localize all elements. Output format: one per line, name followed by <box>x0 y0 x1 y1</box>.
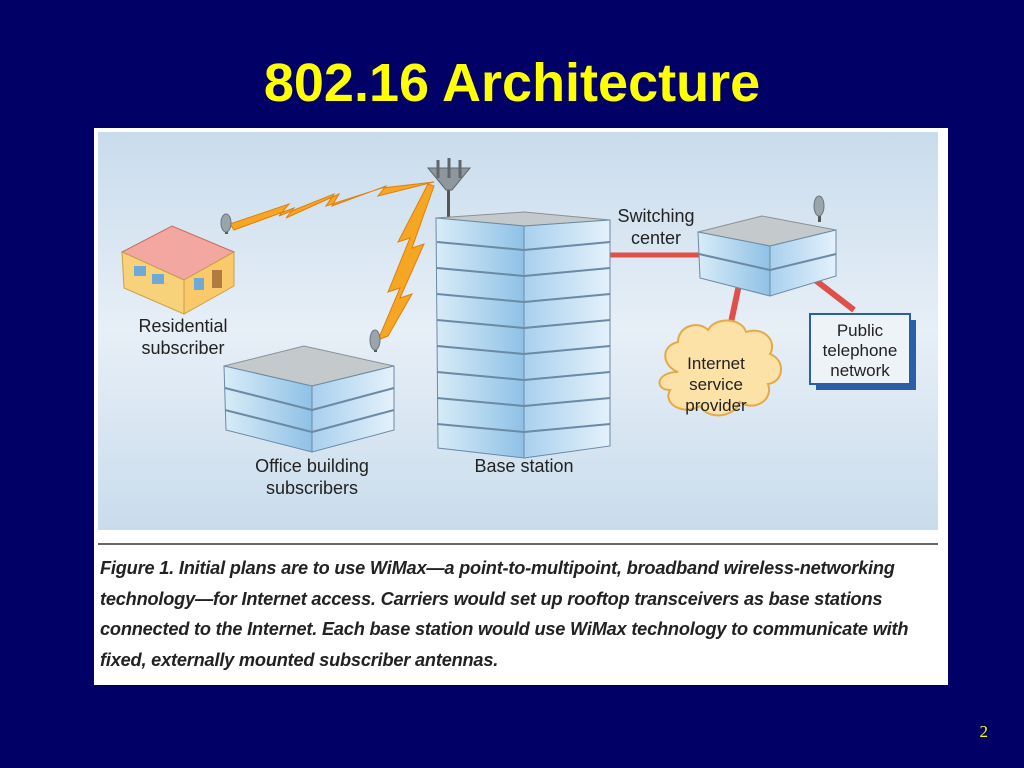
label-pstn-line3: network <box>830 361 890 380</box>
office-building-icon <box>223 329 395 453</box>
switching-center-icon <box>697 195 837 297</box>
page-number: 2 <box>979 722 989 741</box>
label-pstn-line1: Public <box>837 321 884 340</box>
architecture-diagram: Residential subscriber Office building s… <box>98 132 938 545</box>
label-pstn-line2: telephone <box>823 341 898 360</box>
label-base-station: Base station <box>474 456 573 476</box>
label-switching-line1: Switching <box>617 206 694 226</box>
base-station-tower-icon <box>426 158 611 459</box>
label-isp-line2: service <box>689 375 743 394</box>
label-office-line2: subscribers <box>266 478 358 498</box>
wireless-signal-residential <box>229 181 435 231</box>
pstn-box <box>809 313 916 390</box>
internet-cloud-icon <box>658 319 782 417</box>
label-office-line1: Office building <box>255 456 369 476</box>
slide-title: 802.16 Architecture <box>263 53 761 113</box>
wimax-architecture-figure: Residential subscriber Office building s… <box>94 128 948 685</box>
figure-caption: Figure 1. Initial plans are to use WiMax… <box>100 558 909 670</box>
label-residential-line2: subscriber <box>141 338 224 358</box>
label-residential-line1: Residential <box>138 316 227 336</box>
label-isp-line1: Internet <box>687 354 745 373</box>
label-switching-line2: center <box>631 228 681 248</box>
residential-house-icon <box>120 213 236 315</box>
label-isp-line3: provider <box>685 396 747 415</box>
